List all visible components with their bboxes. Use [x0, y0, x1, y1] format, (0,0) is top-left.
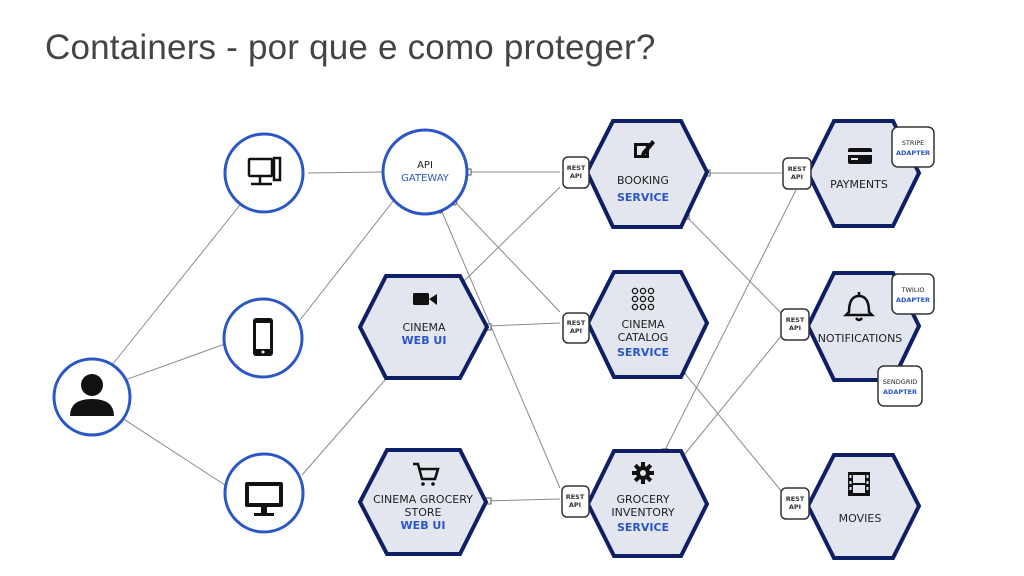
connector-user-desktop — [111, 204, 241, 366]
cinema-web-ui-label-1: CINEMA — [402, 321, 446, 334]
connector-user-monitor — [121, 417, 229, 488]
grid-dots-icon — [631, 287, 655, 311]
video-camera-icon — [413, 293, 437, 305]
twilio-adapter-label-1: TWILIO — [901, 286, 925, 294]
inventory-service-node: GROCERY INVENTORY SERVICE — [585, 449, 710, 558]
cinema-web-ui-node: CINEMA WEB UI — [357, 274, 490, 380]
connector-lines — [111, 171, 797, 502]
catalog-service-label-1: CINEMA — [621, 318, 665, 331]
rest-api-tag-catalog: REST API — [562, 312, 590, 344]
inventory-service-label-3: SERVICE — [617, 521, 669, 534]
sendgrid-adapter-label-1: SENDGRID — [883, 378, 918, 386]
rest-api-tag-line1: REST — [567, 164, 586, 172]
rest-api-tag-payments: REST API — [782, 157, 812, 190]
connector-desktop-gateway — [307, 171, 385, 174]
connector-cinemaweb-booking — [461, 186, 561, 284]
credit-card-icon — [848, 148, 872, 164]
connector-inventory-payments — [663, 189, 797, 453]
grocery-web-ui-hexagon — [357, 448, 489, 556]
connector-user-phone — [124, 343, 226, 381]
booking-service-label-2: SERVICE — [617, 191, 669, 204]
booking-service-node: BOOKING SERVICE — [584, 119, 710, 229]
film-icon — [848, 472, 870, 496]
notifications-service-label: NOTIFICATIONS — [818, 332, 903, 345]
gear-icon — [632, 462, 654, 484]
api-gateway-node: API GATEWAY — [381, 128, 469, 216]
inventory-service-label-1: GROCERY — [616, 493, 669, 506]
grocery-web-ui-label-3: WEB UI — [401, 519, 446, 532]
monitor-node — [223, 452, 305, 534]
rest-api-tag-line2: API — [789, 503, 801, 511]
rest-api-tag-notifications: REST API — [780, 308, 810, 341]
connector-inventory-notifications — [679, 334, 783, 461]
rest-api-tag-line2: API — [789, 324, 801, 332]
edit-icon — [634, 140, 655, 158]
twilio-adapter-tag: TWILIO ADAPTER — [891, 273, 935, 315]
catalog-service-label-2: CATALOG — [618, 331, 669, 344]
api-gateway-label-1: API — [417, 160, 433, 171]
connector-gateway-inventory — [441, 211, 561, 489]
phone-node — [222, 297, 304, 379]
connector-booking-notifications — [685, 215, 783, 315]
api-gateway-circle — [381, 128, 469, 216]
stripe-adapter-tag: STRIPE ADAPTER — [891, 126, 935, 168]
desktop-computer-icon — [247, 156, 282, 186]
grocery-web-ui-label-2: STORE — [405, 506, 442, 519]
bell-icon — [842, 292, 876, 322]
desktop-circle — [223, 132, 305, 214]
movies-service-hexagon — [805, 453, 922, 560]
connector-phone-gateway — [299, 199, 395, 321]
user-icon — [70, 374, 114, 416]
shopping-cart-icon — [413, 462, 440, 486]
monitor-icon — [245, 482, 283, 516]
rest-api-tag-movies: REST API — [780, 487, 810, 520]
booking-service-label-1: BOOKING — [617, 174, 669, 187]
sendgrid-adapter-tag: SENDGRID ADAPTER — [877, 365, 923, 407]
movies-service-label: MOVIES — [839, 512, 882, 525]
api-gateway-label-2: GATEWAY — [401, 173, 450, 184]
stripe-adapter-label-2: ADAPTER — [896, 149, 930, 157]
user-circle — [52, 357, 132, 437]
connector-catalog-movies — [681, 369, 783, 493]
rest-api-tag-line1: REST — [566, 493, 585, 501]
connector-cinemaweb-catalog — [487, 322, 561, 327]
connector-monitor-cinemaweb — [301, 371, 393, 476]
catalog-service-node: CINEMA CATALOG SERVICE — [585, 270, 710, 379]
rest-api-tag-line1: REST — [786, 495, 805, 503]
payments-service-label: PAYMENTS — [830, 178, 888, 191]
connector-gateway-catalog — [454, 201, 561, 313]
connector-grocery-inventory — [483, 498, 561, 502]
slide-title: Containers - por que e como proteger? — [45, 28, 656, 67]
rest-api-tag-line2: API — [570, 172, 582, 180]
cinema-web-ui-hexagon — [357, 274, 490, 380]
rest-api-tag-line2: API — [791, 173, 803, 181]
rest-api-tag-booking: REST API — [562, 156, 590, 189]
user-node — [52, 357, 132, 437]
twilio-adapter-label-2: ADAPTER — [896, 296, 930, 304]
desktop-node — [223, 132, 305, 214]
rest-api-tag-line2: API — [569, 501, 581, 509]
grocery-web-ui-node: CINEMA GROCERY STORE WEB UI — [357, 448, 489, 556]
rest-api-tag-inventory: REST API — [561, 485, 590, 518]
inventory-service-label-2: INVENTORY — [611, 506, 674, 519]
rest-api-tag-line1: REST — [788, 165, 807, 173]
catalog-service-label-3: SERVICE — [617, 346, 669, 359]
rest-api-tag-line2: API — [570, 327, 582, 335]
grocery-web-ui-label-1: CINEMA GROCERY — [373, 493, 473, 506]
movies-service-node: MOVIES — [805, 453, 922, 560]
smartphone-icon — [253, 318, 273, 356]
rest-api-tag-line1: REST — [567, 319, 586, 327]
sendgrid-adapter-label-2: ADAPTER — [883, 388, 917, 396]
cinema-web-ui-label-2: WEB UI — [402, 334, 447, 347]
stripe-adapter-label-1: STRIPE — [902, 139, 925, 147]
rest-api-tag-line1: REST — [786, 316, 805, 324]
